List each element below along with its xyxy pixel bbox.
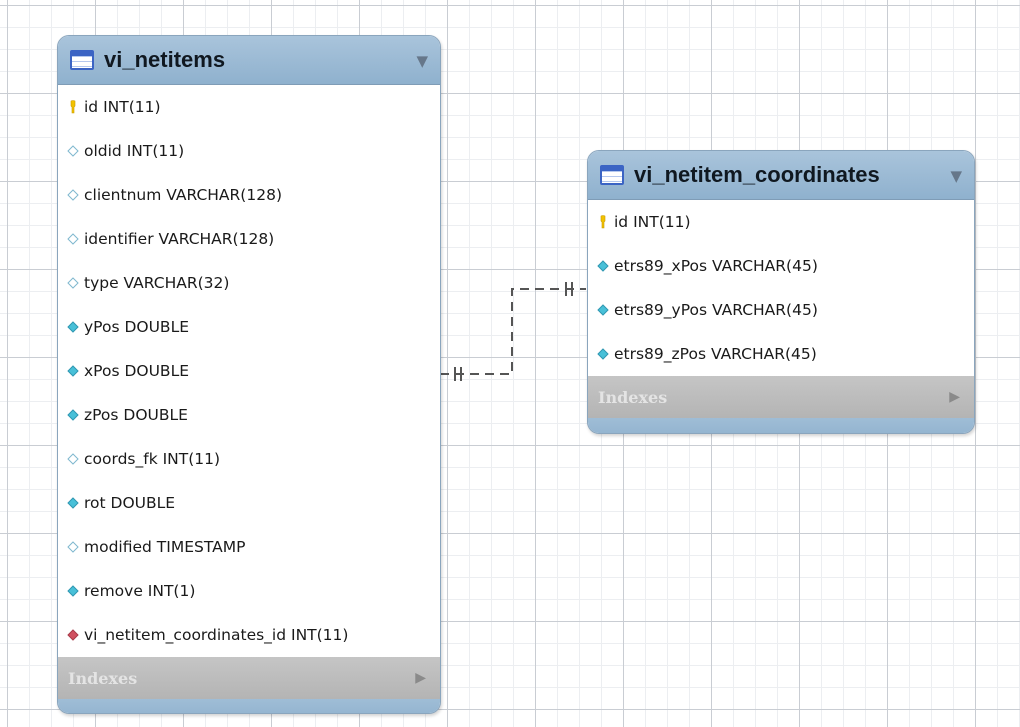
column-definition: identifier VARCHAR(128) bbox=[84, 230, 275, 248]
entity-footer bbox=[588, 418, 974, 433]
entity-header[interactable]: vi_netitem_coordinates ▼ bbox=[588, 151, 974, 200]
column-row[interactable]: zPos DOUBLE bbox=[58, 393, 440, 437]
column-definition: type VARCHAR(32) bbox=[84, 274, 230, 292]
column-row[interactable]: modified TIMESTAMP bbox=[58, 525, 440, 569]
column-definition: etrs89_zPos VARCHAR(45) bbox=[614, 345, 817, 363]
expand-triangle-icon[interactable]: ▶ bbox=[415, 670, 426, 686]
not-null-column-icon bbox=[596, 259, 610, 273]
nullable-column-icon bbox=[66, 276, 80, 290]
primary-key-icon bbox=[66, 100, 80, 114]
column-row[interactable]: etrs89_zPos VARCHAR(45) bbox=[588, 332, 974, 376]
column-definition: vi_netitem_coordinates_id INT(11) bbox=[84, 626, 349, 644]
column-row[interactable]: oldid INT(11) bbox=[58, 129, 440, 173]
entity-vi-netitems[interactable]: vi_netitems ▼ id INT(11) oldid INT(11) cli… bbox=[57, 35, 441, 714]
column-row[interactable]: rot DOUBLE bbox=[58, 481, 440, 525]
nullable-column-icon bbox=[66, 452, 80, 466]
column-definition: oldid INT(11) bbox=[84, 142, 185, 160]
collapse-triangle-icon[interactable]: ▼ bbox=[416, 52, 428, 70]
collapse-triangle-icon[interactable]: ▼ bbox=[950, 167, 962, 185]
not-null-column-icon bbox=[66, 496, 80, 510]
table-icon bbox=[70, 50, 94, 70]
column-row[interactable]: id INT(11) bbox=[588, 200, 974, 244]
column-definition: clientnum VARCHAR(128) bbox=[84, 186, 282, 204]
table-icon bbox=[600, 165, 624, 185]
entity-footer bbox=[58, 699, 440, 713]
indexes-label: Indexes bbox=[68, 668, 138, 688]
expand-triangle-icon[interactable]: ▶ bbox=[949, 389, 960, 405]
indexes-label: Indexes bbox=[598, 387, 668, 407]
column-list: id INT(11) etrs89_xPos VARCHAR(45) etrs89_… bbox=[588, 200, 974, 376]
nullable-column-icon bbox=[66, 188, 80, 202]
entity-title: vi_netitem_coordinates bbox=[634, 162, 880, 187]
nullable-column-icon bbox=[66, 232, 80, 246]
nullable-column-icon bbox=[66, 540, 80, 554]
column-row[interactable]: identifier VARCHAR(128) bbox=[58, 217, 440, 261]
column-row[interactable]: clientnum VARCHAR(128) bbox=[58, 173, 440, 217]
column-definition: id INT(11) bbox=[614, 213, 691, 231]
column-definition: id INT(11) bbox=[84, 98, 161, 116]
column-definition: rot DOUBLE bbox=[84, 494, 176, 512]
column-definition: etrs89_xPos VARCHAR(45) bbox=[614, 257, 818, 275]
column-row[interactable]: yPos DOUBLE bbox=[58, 305, 440, 349]
column-row[interactable]: id INT(11) bbox=[58, 85, 440, 129]
relationship-line bbox=[440, 288, 586, 375]
column-row[interactable]: remove INT(1) bbox=[58, 569, 440, 613]
one-cardinality-mark-left bbox=[454, 367, 462, 381]
column-row[interactable]: coords_fk INT(11) bbox=[58, 437, 440, 481]
column-row[interactable]: etrs89_yPos VARCHAR(45) bbox=[588, 288, 974, 332]
not-null-column-icon bbox=[66, 364, 80, 378]
not-null-column-icon bbox=[596, 347, 610, 361]
column-definition: yPos DOUBLE bbox=[84, 318, 189, 336]
foreign-key-icon bbox=[66, 628, 80, 642]
entity-header[interactable]: vi_netitems ▼ bbox=[58, 36, 440, 85]
not-null-column-icon bbox=[596, 303, 610, 317]
column-row[interactable]: xPos DOUBLE bbox=[58, 349, 440, 393]
column-row[interactable]: vi_netitem_coordinates_id INT(11) bbox=[58, 613, 440, 657]
entity-vi-netitem-coordinates[interactable]: vi_netitem_coordinates ▼ id INT(11) etrs8… bbox=[587, 150, 975, 434]
column-list: id INT(11) oldid INT(11) clientnum VARCHAR… bbox=[58, 85, 440, 657]
not-null-column-icon bbox=[66, 584, 80, 598]
nullable-column-icon bbox=[66, 144, 80, 158]
column-definition: zPos DOUBLE bbox=[84, 406, 188, 424]
column-definition: coords_fk INT(11) bbox=[84, 450, 221, 468]
indexes-section[interactable]: Indexes ▶ bbox=[58, 657, 440, 699]
column-definition: remove INT(1) bbox=[84, 582, 196, 600]
column-definition: etrs89_yPos VARCHAR(45) bbox=[614, 301, 818, 319]
column-definition: modified TIMESTAMP bbox=[84, 538, 246, 556]
column-row[interactable]: type VARCHAR(32) bbox=[58, 261, 440, 305]
not-null-column-icon bbox=[66, 408, 80, 422]
indexes-section[interactable]: Indexes ▶ bbox=[588, 376, 974, 418]
entity-title: vi_netitems bbox=[104, 47, 226, 72]
one-cardinality-mark-right bbox=[565, 282, 573, 296]
not-null-column-icon bbox=[66, 320, 80, 334]
primary-key-icon bbox=[596, 215, 610, 229]
column-row[interactable]: etrs89_xPos VARCHAR(45) bbox=[588, 244, 974, 288]
column-definition: xPos DOUBLE bbox=[84, 362, 189, 380]
